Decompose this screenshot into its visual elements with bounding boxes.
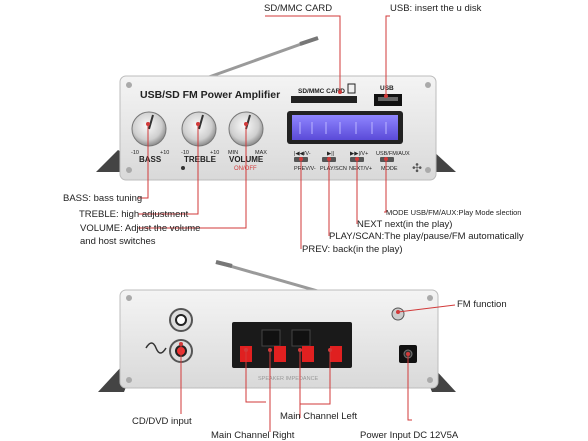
- mode-button-top-label: USB/FM/AUX: [376, 151, 410, 157]
- mode-button-label: MODE: [381, 166, 398, 172]
- callout-cd-dvd: CD/DVD input: [132, 416, 192, 427]
- callout-usb: USB: insert the u disk: [390, 3, 482, 14]
- callout-sd-card: SD/MMC CARD: [264, 3, 333, 14]
- volume-onoff-label: ON/OFF: [234, 166, 257, 172]
- callout-volume-line2: and host switches: [80, 236, 156, 247]
- front-antenna: [194, 36, 319, 84]
- bass-min-label: -10: [131, 150, 139, 156]
- callout-treble: TREBLE: high adjustment: [79, 209, 189, 220]
- speaker-terminal-2[interactable]: [274, 346, 286, 362]
- callout-mode: MODE USB/FM/AUX:Play Mode slection: [386, 208, 522, 217]
- next-button-label: NEXT/V+: [349, 166, 372, 172]
- usb-port-label: USB: [380, 85, 394, 92]
- bass-label: BASS: [139, 155, 162, 164]
- sd-slot-label: SD/MMC CARD: [298, 88, 345, 95]
- back-amplifier: SPEAKER IMPEDANCE: [98, 260, 456, 392]
- amplifier-title: USB/SD FM Power Amplifier: [140, 89, 280, 101]
- audio-wave-icon: [145, 342, 167, 354]
- play-button-label: PLAY/SCN: [320, 166, 347, 172]
- volume-max-label: MAX: [255, 150, 267, 156]
- prev-button-top-label: |◀◀/V-: [294, 151, 311, 157]
- callout-power: Power Input DC 12V5A: [360, 430, 459, 441]
- treble-label: TREBLE: [184, 155, 217, 164]
- callout-next: NEXT next(in the play): [357, 219, 453, 230]
- callout-fm: FM function: [457, 299, 507, 310]
- speaker-impedance-text: SPEAKER IMPEDANCE: [258, 376, 319, 382]
- power-led: [181, 166, 185, 170]
- treble-max-label: +10: [210, 150, 219, 156]
- bass-max-label: +10: [160, 150, 169, 156]
- callout-main-right: Main Channel Right: [211, 430, 295, 441]
- bass-knob[interactable]: [131, 111, 167, 147]
- callout-volume-line1: VOLUME: Adjust the volume: [80, 223, 201, 234]
- callout-play: PLAY/SCAN:The play/pause/FM automaticall…: [329, 231, 524, 242]
- treble-knob[interactable]: [181, 111, 217, 147]
- volume-min-label: MIN: [228, 150, 238, 156]
- sd-card-slot[interactable]: [291, 96, 357, 103]
- next-button-top-label: ▶▶|/V+: [350, 151, 368, 157]
- play-button-top-label: ▶||: [327, 151, 334, 157]
- speaker-terminal-3[interactable]: [302, 346, 314, 362]
- speaker-terminal-4[interactable]: [330, 346, 342, 362]
- callout-main-left: Main Channel Left: [280, 411, 358, 422]
- treble-min-label: -10: [181, 150, 189, 156]
- callout-prev: PREV: back(in the play): [302, 244, 403, 255]
- prev-button-label: PREV/V-: [294, 166, 316, 172]
- front-amplifier: USB/SD FM Power Amplifier SD/MMC CARD US…: [96, 36, 456, 181]
- callout-bass: BASS: bass tuning: [63, 193, 143, 204]
- callout-lines: [138, 15, 456, 432]
- fan-icon: ✣: [412, 161, 422, 175]
